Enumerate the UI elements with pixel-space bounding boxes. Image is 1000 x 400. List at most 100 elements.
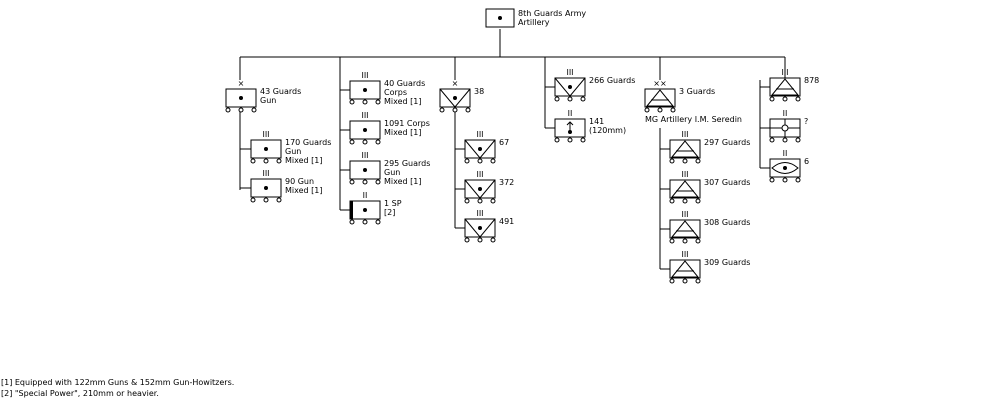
unit-label-line: 141 (589, 117, 604, 126)
artillery-icon (363, 128, 367, 132)
echelon-marker: III (681, 250, 688, 259)
unit-u141: II 141(120mm) (554, 109, 626, 143)
unit-label-line: 6 (804, 157, 809, 166)
unit-u491: III 491 (464, 209, 514, 243)
echelon-marker: × (238, 79, 245, 88)
unit-label-line: 297 Guards (704, 138, 750, 147)
footnote-2: [2] "Special Power", 210mm or heavier. (1, 389, 159, 398)
echelon-marker: III (681, 210, 688, 219)
wheel-icon (439, 107, 471, 113)
echelon-marker: II (568, 109, 573, 118)
unit-uq: II? (769, 109, 808, 143)
howitzer-icon (439, 88, 471, 108)
rocket-icon (670, 260, 700, 278)
echelon-marker: ×× (653, 79, 666, 88)
unit-u6: II6 (769, 149, 809, 183)
unit-label-line: Gun (285, 147, 301, 156)
echelon-marker: × (452, 79, 459, 88)
unit-label-line: 309 Guards (704, 258, 750, 267)
survey-icon (770, 119, 800, 137)
unit-label-line: 43 Guards (260, 87, 301, 96)
echelon-marker: III (476, 170, 483, 179)
unit-label-line: Gun (384, 168, 400, 177)
unit-label-line: 308 Guards (704, 218, 750, 227)
unit-label-line: 90 Gun (285, 177, 314, 186)
unit-u308: III 308 Guards (669, 210, 750, 244)
unit-u297: III 297 Guards (669, 130, 750, 164)
artillery-sp-icon (350, 201, 367, 219)
unit-u372: III 372 (464, 170, 514, 204)
wheel-icon (464, 198, 496, 204)
wheel-icon (464, 158, 496, 164)
echelon-marker: II (783, 109, 788, 118)
wheel-icon (769, 96, 801, 102)
unit-label-line: 40 Guards (384, 79, 425, 88)
unit-label-line: 372 (499, 178, 514, 187)
observation-icon (771, 162, 799, 174)
artillery-icon (363, 168, 367, 172)
howitzer-icon (464, 139, 496, 159)
echelon-marker: III (361, 71, 368, 80)
unit-label-line: 878 (804, 76, 819, 85)
unit-label-line: 491 (499, 217, 514, 226)
unit-label-line: Mixed [1] (384, 97, 422, 106)
wheel-icon (769, 137, 801, 143)
echelon-marker: III (361, 111, 368, 120)
echelon-marker: III (476, 130, 483, 139)
unit-label-line: 1 SP (384, 199, 402, 208)
artillery-icon (239, 96, 243, 100)
howitzer-icon (554, 77, 586, 97)
unit-label-line: [2] (384, 208, 395, 217)
wheel-icon (349, 179, 381, 185)
wheel-icon (250, 197, 282, 203)
wheel-icon (769, 177, 801, 183)
howitzer-icon (464, 218, 496, 238)
wheel-icon (669, 198, 701, 204)
unit-u1sp: II 1 SP[2] (349, 191, 402, 225)
unit-u67: III 67 (464, 130, 509, 164)
wheel-icon (250, 158, 282, 164)
unit-u266: III 266 Guards (554, 68, 635, 102)
unit-label-line: Corps (384, 88, 407, 97)
echelon-marker: II (363, 191, 368, 200)
unit-label-line: 38 (474, 87, 484, 96)
wheel-icon (669, 238, 701, 244)
wheel-icon (669, 278, 701, 284)
unit-label-line: Gun (260, 96, 276, 105)
unit-label-line: 3 Guards (679, 87, 715, 96)
wheel-icon (464, 237, 496, 243)
echelon-marker: III (781, 68, 788, 77)
unit-label-line: 67 (499, 138, 509, 147)
unit-label-line: 170 Guards (285, 138, 331, 147)
echelon-marker: III (361, 151, 368, 160)
unit-label-line: 266 Guards (589, 76, 635, 85)
wheel-icon (349, 219, 381, 225)
echelon-marker: III (476, 209, 483, 218)
echelon-marker: III (566, 68, 573, 77)
root-label-line: 8th Guards Army (518, 9, 586, 18)
artillery-icon (363, 88, 367, 92)
unit-label-line: Mixed [1] (285, 156, 323, 165)
unit-label-line: ? (804, 117, 808, 126)
root-label-line: Artillery (518, 18, 550, 27)
wheel-icon (349, 99, 381, 105)
wheel-icon (669, 158, 701, 164)
unit-u38: × 38 (439, 79, 484, 113)
echelon-marker: III (681, 130, 688, 139)
unit-label-line: Mixed [1] (384, 128, 422, 137)
wheel-icon (349, 139, 381, 145)
mortar-icon (566, 121, 574, 134)
rocket-icon (670, 180, 700, 198)
echelon-marker: III (262, 130, 269, 139)
unit-label-line: (120mm) (589, 126, 626, 135)
rocket-icon (645, 89, 675, 107)
